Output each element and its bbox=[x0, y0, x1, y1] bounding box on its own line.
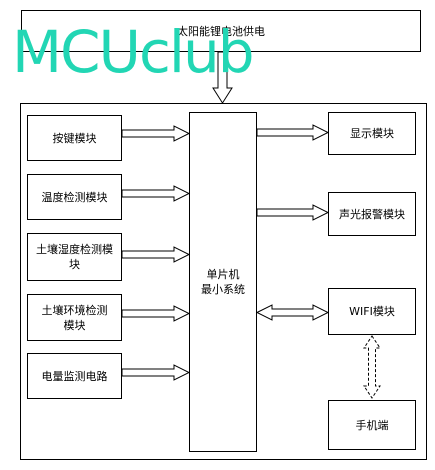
key-to-mcu-arrow bbox=[121, 125, 191, 142]
soil-env-to-mcu-arrow bbox=[121, 305, 191, 322]
mcuclub-watermark: MCUclub bbox=[12, 18, 255, 86]
temperature-module-box: 温度检测模块 bbox=[27, 174, 122, 220]
soil-environment-module-label: 土壤环境检测 模块 bbox=[41, 303, 108, 332]
power-supply-label: 太阳能锂电池供电 bbox=[177, 24, 265, 38]
soil-environment-module-box: 土壤环境检测 模块 bbox=[27, 294, 122, 341]
wifi-phone-dashed-arrow bbox=[363, 335, 381, 399]
phone-box: 手机端 bbox=[328, 400, 416, 450]
battery-monitor-box: 电量监测电路 bbox=[27, 353, 122, 399]
mcu-to-display-arrow bbox=[256, 124, 330, 141]
alarm-module-label: 声光报警模块 bbox=[339, 207, 405, 221]
soil-humidity-to-mcu-arrow bbox=[121, 246, 191, 263]
mcu-label: 单片机 最小系统 bbox=[201, 268, 245, 296]
display-module-label: 显示模块 bbox=[350, 127, 394, 140]
temperature-module-label: 温度检测模块 bbox=[41, 190, 108, 204]
power-to-system-arrow bbox=[212, 51, 233, 104]
mcu-wifi-bidirectional-arrow bbox=[255, 304, 330, 321]
key-module-label: 按键模块 bbox=[52, 131, 97, 145]
mcu-to-alarm-arrow bbox=[256, 204, 330, 221]
system-border bbox=[20, 103, 427, 460]
wifi-module-label: WIFI模块 bbox=[349, 305, 395, 318]
display-module-box: 显示模块 bbox=[328, 112, 416, 155]
mcu-box: 单片机 最小系统 bbox=[189, 112, 257, 452]
wifi-module-box: WIFI模块 bbox=[328, 288, 416, 335]
key-module-box: 按键模块 bbox=[27, 115, 122, 161]
battery-monitor-label: 电量监测电路 bbox=[41, 369, 108, 383]
battery-to-mcu-arrow bbox=[121, 364, 191, 381]
temp-to-mcu-arrow bbox=[121, 185, 191, 202]
soil-humidity-module-label: 土壤湿度检测模 块 bbox=[36, 243, 113, 271]
phone-label: 手机端 bbox=[355, 418, 389, 432]
alarm-module-box: 声光报警模块 bbox=[328, 192, 416, 236]
